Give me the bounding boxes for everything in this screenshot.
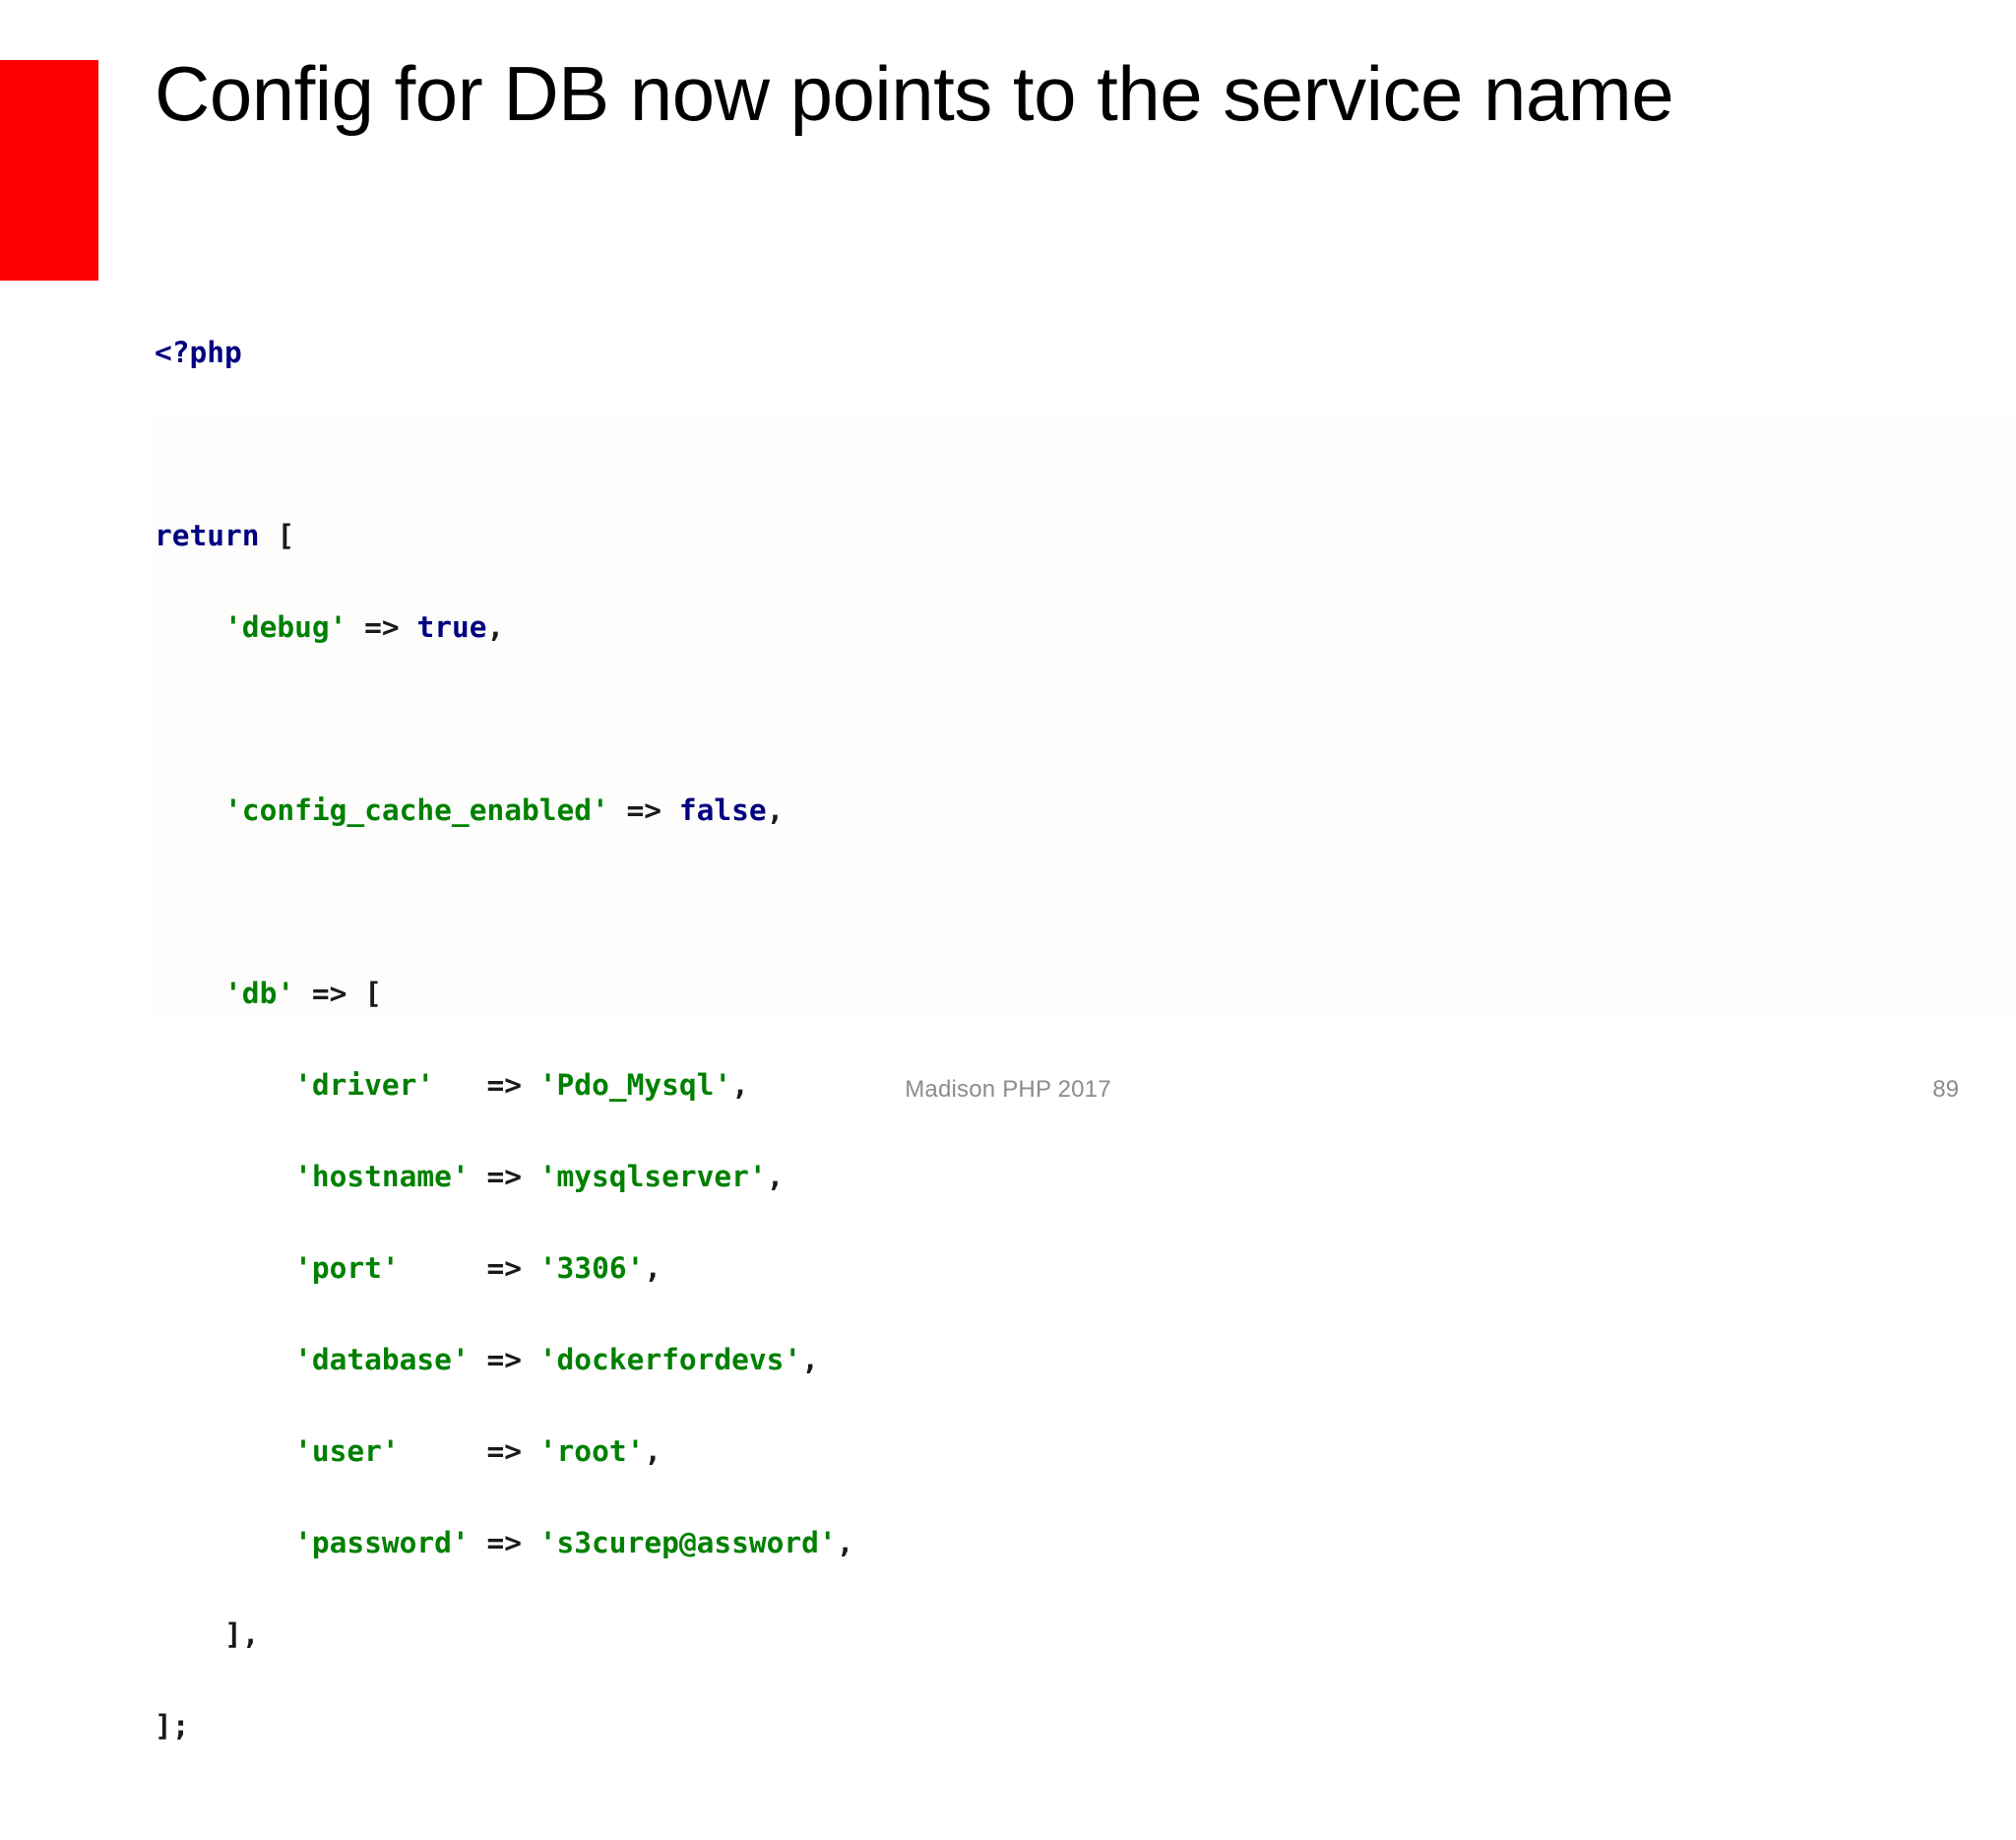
token-hostname-value: 'mysqlserver' [538, 1159, 767, 1193]
token-close-bracket-semicolon: ]; [155, 1708, 190, 1743]
token-arrow-3: => [311, 976, 347, 1010]
code-line-5-blank [155, 696, 1976, 742]
token-arrow-6: => [486, 1250, 523, 1285]
code-line-6: 'config_cache_enabled' => false, [155, 788, 1976, 834]
code-line-7-blank [155, 879, 1976, 925]
code-line-10: 'hostname' => 'mysqlserver', [155, 1154, 1976, 1200]
code-line-9: 'driver' => 'Pdo_Mysql', [155, 1062, 1976, 1109]
token-debug-key: 'debug' [224, 609, 347, 644]
code-line-3: return [ [155, 513, 1976, 559]
code-line-16: ]; [155, 1703, 1976, 1749]
token-user-value: 'root' [538, 1433, 645, 1468]
token-arrow-4: => [486, 1067, 523, 1102]
token-comma-6: , [801, 1342, 819, 1376]
code-line-1: <?php [155, 330, 1976, 376]
token-return: return [155, 518, 260, 552]
token-arrow-7: => [486, 1342, 522, 1376]
code-line-15: ], [155, 1612, 1976, 1658]
code-block-background [155, 413, 2016, 1014]
code-line-13: 'user' => 'root', [155, 1428, 1976, 1475]
token-php-open: <?php [155, 335, 242, 369]
token-open-bracket-2: [ [364, 976, 382, 1010]
slide-page-number: 89 [1932, 1076, 1959, 1103]
token-arrow-2: => [626, 793, 662, 827]
red-accent-bar [0, 60, 98, 281]
token-arrow-1: => [364, 609, 400, 644]
slide: Config for DB now points to the service … [0, 50, 2016, 1743]
token-password-value: 's3curep@assword' [538, 1525, 837, 1559]
token-arrow-9: => [486, 1525, 522, 1559]
token-comma-7: , [644, 1433, 662, 1468]
token-comma-3: , [731, 1067, 749, 1102]
token-database-value: 'dockerfordevs' [538, 1342, 802, 1376]
code-line-14: 'password' => 's3curep@assword', [155, 1520, 1976, 1566]
footer-conference-label: Madison PHP 2017 [905, 1076, 1111, 1103]
token-user-key: 'user' [294, 1433, 400, 1468]
token-hostname-key: 'hostname' [294, 1159, 470, 1193]
page-title: Config for DB now points to the service … [155, 50, 1674, 137]
token-comma-1: , [486, 609, 505, 644]
token-arrow-5: => [486, 1159, 522, 1193]
token-port-value: '3306' [538, 1250, 645, 1285]
token-arrow-8: => [486, 1433, 523, 1468]
code-line-2-blank [155, 421, 1976, 468]
code-line-4: 'debug' => true, [155, 604, 1976, 651]
token-comma-2: , [766, 793, 785, 827]
code-line-11: 'port' => '3306', [155, 1245, 1976, 1292]
token-database-key: 'database' [294, 1342, 470, 1376]
token-password-key: 'password' [294, 1525, 470, 1559]
token-comma-5: , [644, 1250, 662, 1285]
token-comma-8: , [836, 1525, 854, 1559]
token-true: true [416, 609, 487, 644]
token-comma-4: , [766, 1159, 785, 1193]
code-line-8: 'db' => [ [155, 971, 1976, 1017]
token-port-key: 'port' [294, 1250, 400, 1285]
token-false: false [678, 793, 767, 827]
token-config-cache-enabled-key: 'config_cache_enabled' [224, 793, 609, 827]
code-block: <?php return [ 'debug' => true, 'config_… [155, 284, 1976, 1840]
token-close-bracket-comma: ], [224, 1617, 260, 1651]
token-driver-key: 'driver' [294, 1067, 435, 1102]
token-open-bracket: [ [277, 518, 295, 552]
code-line-12: 'database' => 'dockerfordevs', [155, 1337, 1976, 1383]
token-db-key: 'db' [224, 976, 295, 1010]
token-driver-value: 'Pdo_Mysql' [538, 1067, 732, 1102]
